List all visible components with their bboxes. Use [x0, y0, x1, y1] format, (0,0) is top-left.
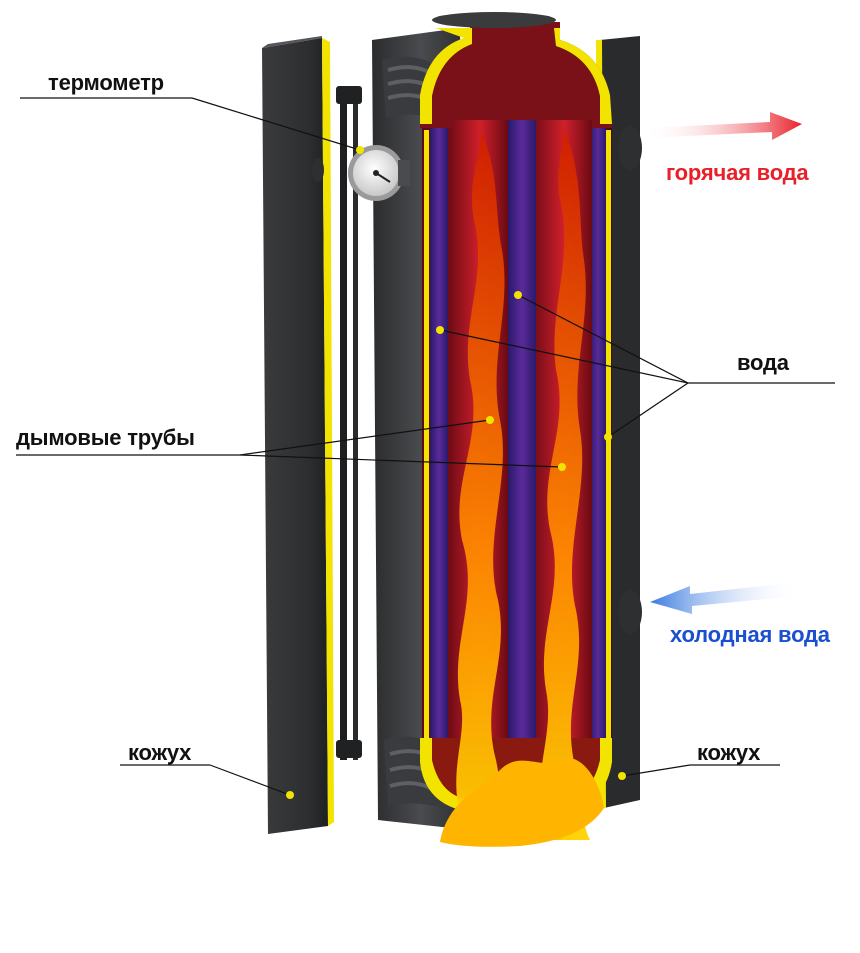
label-casing-left: кожух — [128, 740, 192, 765]
label-casing-right: кожух — [697, 740, 761, 765]
side-nozzles — [312, 126, 642, 634]
label-thermometer: термометр — [48, 70, 164, 95]
cold-water-arrow — [650, 582, 800, 614]
casing-left-panel — [262, 36, 334, 834]
label-cold-water: холодная вода — [670, 622, 830, 647]
thermometer-gauge — [348, 145, 410, 201]
top-outlet-pipe — [432, 12, 556, 28]
tie-rods — [336, 86, 362, 760]
label-water: вода — [737, 350, 789, 375]
hot-water-arrow — [645, 112, 802, 140]
flames — [440, 126, 604, 847]
leader-dots — [286, 146, 626, 799]
label-hot-water: горячая вода — [666, 160, 809, 185]
leader-lines — [16, 97, 835, 796]
label-smoke-tubes: дымовые трубы — [16, 425, 195, 450]
cutaway-interior — [420, 22, 612, 840]
